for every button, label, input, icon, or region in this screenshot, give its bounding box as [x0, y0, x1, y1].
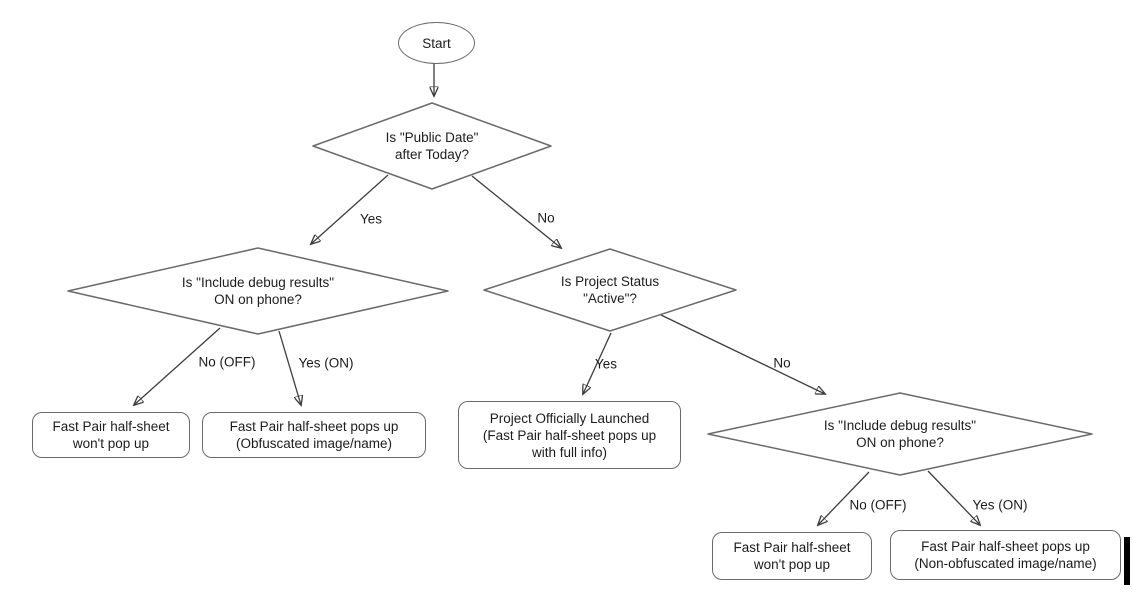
- edge-label-d1-no: No: [537, 210, 555, 226]
- diamond-shape: [67, 247, 449, 335]
- diamond-shape: [707, 392, 1093, 476]
- decision-project-status: Is Project Status "Active"?: [482, 248, 738, 332]
- result-wont-pop-up-right: Fast Pair half-sheet won't pop up: [712, 532, 872, 580]
- edge-label-d2-no-off: No (OFF): [198, 354, 256, 370]
- edge-label-d2-yes-on: Yes (ON): [298, 355, 354, 371]
- result-wont-pop-up-right-label: Fast Pair half-sheet won't pop up: [733, 540, 851, 572]
- node-start-label: Start: [422, 35, 451, 51]
- decision-debug-results-right-label: Is "Include debug results" ON on phone?: [823, 418, 977, 450]
- decision-public-date-label: Is "Public Date" after Today?: [385, 130, 479, 162]
- edge-label-d3-yes: Yes: [594, 356, 618, 372]
- result-officially-launched: Project Officially Launched (Fast Pair h…: [458, 401, 681, 469]
- decision-project-status-label: Is Project Status "Active"?: [560, 274, 660, 306]
- result-obfuscated: Fast Pair half-sheet pops up (Obfuscated…: [202, 412, 426, 458]
- edge-label-d4-yes-on: Yes (ON): [972, 497, 1028, 513]
- result-non-obfuscated: Fast Pair half-sheet pops up (Non-obfusc…: [890, 530, 1121, 580]
- node-start: Start: [398, 22, 475, 64]
- result-obfuscated-label: Fast Pair half-sheet pops up (Obfuscated…: [229, 419, 399, 451]
- edge-label-d3-no: No: [773, 355, 791, 371]
- decision-public-date: Is "Public Date" after Today?: [311, 102, 553, 190]
- decision-debug-results-right: Is "Include debug results" ON on phone?: [706, 392, 1094, 476]
- decision-debug-results-left: Is "Include debug results" ON on phone?: [66, 247, 450, 335]
- result-non-obfuscated-label: Fast Pair half-sheet pops up (Non-obfusc…: [914, 539, 1097, 571]
- text-cursor-artifact: [1124, 537, 1130, 585]
- result-wont-pop-up-left-label: Fast Pair half-sheet won't pop up: [52, 419, 170, 451]
- edge-label-d1-yes: Yes: [359, 211, 383, 227]
- result-wont-pop-up-left: Fast Pair half-sheet won't pop up: [32, 412, 190, 458]
- diamond-shape: [312, 102, 552, 190]
- result-officially-launched-label: Project Officially Launched (Fast Pair h…: [482, 410, 657, 460]
- edge-label-d4-no-off: No (OFF): [849, 497, 907, 513]
- diamond-shape: [483, 248, 737, 332]
- decision-debug-results-left-label: Is "Include debug results" ON on phone?: [181, 275, 335, 307]
